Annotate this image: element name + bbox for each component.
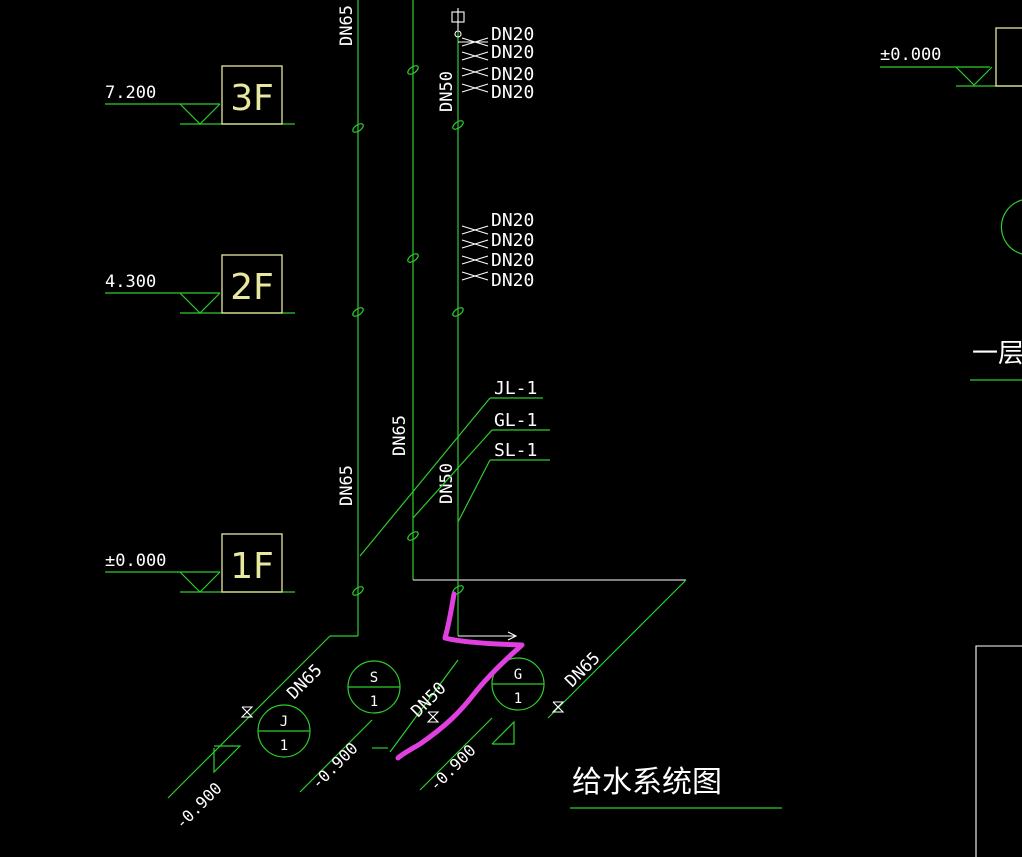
fixture-valves-top — [458, 37, 489, 93]
floor-marker-1f: ±0.000 1F — [105, 533, 295, 593]
right-partial-label: 一层 — [972, 339, 1022, 369]
branch-size-s: DN50 — [407, 678, 450, 721]
riser-sl-1[interactable] — [451, 8, 518, 641]
inlet-number-j: 1 — [280, 738, 288, 754]
inlet-letter-g: G — [514, 667, 522, 683]
inlet-letter-j: J — [280, 714, 288, 730]
floor-label-2f: 2F — [230, 267, 274, 308]
pipe-size-sl-lower: DN50 — [437, 463, 457, 504]
right-partial-frame — [975, 645, 1022, 857]
right-elevation-marker: ±0.000 — [880, 27, 1022, 87]
fixture-label-top-3: DN20 — [491, 64, 534, 85]
inlet-s[interactable]: S 1 — [347, 660, 401, 714]
riser-jl-1[interactable] — [330, 0, 365, 637]
depth-label-s: -0.900 — [307, 739, 361, 793]
inlet-g[interactable]: G 1 — [491, 657, 545, 711]
pipe-size-jl-upper: DN65 — [337, 5, 357, 46]
floor-elevation-3f: 7.200 — [105, 83, 156, 103]
floor-elevation-1f: ±0.000 — [105, 551, 166, 571]
depth-label-g: -0.900 — [425, 741, 479, 795]
floor-elevation-2f: 4.300 — [105, 272, 156, 292]
riser-label-jl: JL-1 — [494, 378, 537, 399]
depth-line-g — [419, 717, 493, 791]
fixture-label-mid-2: DN20 — [491, 230, 534, 251]
floor-marker-2f: 4.300 2F — [105, 254, 295, 314]
inlet-letter-s: S — [370, 670, 378, 686]
branch-pipe-g[interactable] — [491, 701, 565, 745]
floor-label-3f: 3F — [230, 78, 274, 119]
floor-marker-3f: 7.200 3F — [105, 65, 295, 125]
depth-line-j — [299, 719, 373, 793]
fixture-valves-mid — [461, 225, 489, 281]
drawing-title: 给水系统图 — [572, 765, 722, 800]
floor-label-1f: 1F — [230, 546, 274, 587]
branch-pipe-j[interactable] — [167, 635, 331, 799]
right-partial-circle — [1000, 199, 1022, 255]
pipe-size-gl: DN65 — [390, 415, 410, 456]
branch-pipe-s[interactable] — [372, 659, 459, 753]
inlet-j[interactable]: J 1 — [257, 704, 311, 758]
branch-size-j: DN65 — [283, 660, 326, 703]
fixture-label-mid-3: DN20 — [491, 250, 534, 271]
branch-size-g: DN65 — [561, 648, 604, 691]
fixture-label-top-4: DN20 — [491, 82, 534, 103]
inlet-number-s: 1 — [370, 694, 378, 710]
pipe-size-jl-lower: DN65 — [337, 465, 357, 506]
riser-label-gl: GL-1 — [494, 410, 537, 431]
markup-annotation-stroke[interactable] — [395, 591, 525, 761]
fixture-label-mid-4: DN20 — [491, 270, 534, 291]
right-elevation-text: ±0.000 — [880, 45, 941, 65]
fixture-label-top-1: DN20 — [491, 24, 534, 45]
fixture-label-mid-1: DN20 — [491, 210, 534, 231]
fixture-label-top-2: DN20 — [491, 42, 534, 63]
inlet-number-g: 1 — [514, 691, 522, 707]
pipe-size-sl-upper: DN50 — [437, 71, 457, 112]
riser-leaders — [359, 397, 550, 557]
riser-label-sl: SL-1 — [494, 440, 537, 461]
